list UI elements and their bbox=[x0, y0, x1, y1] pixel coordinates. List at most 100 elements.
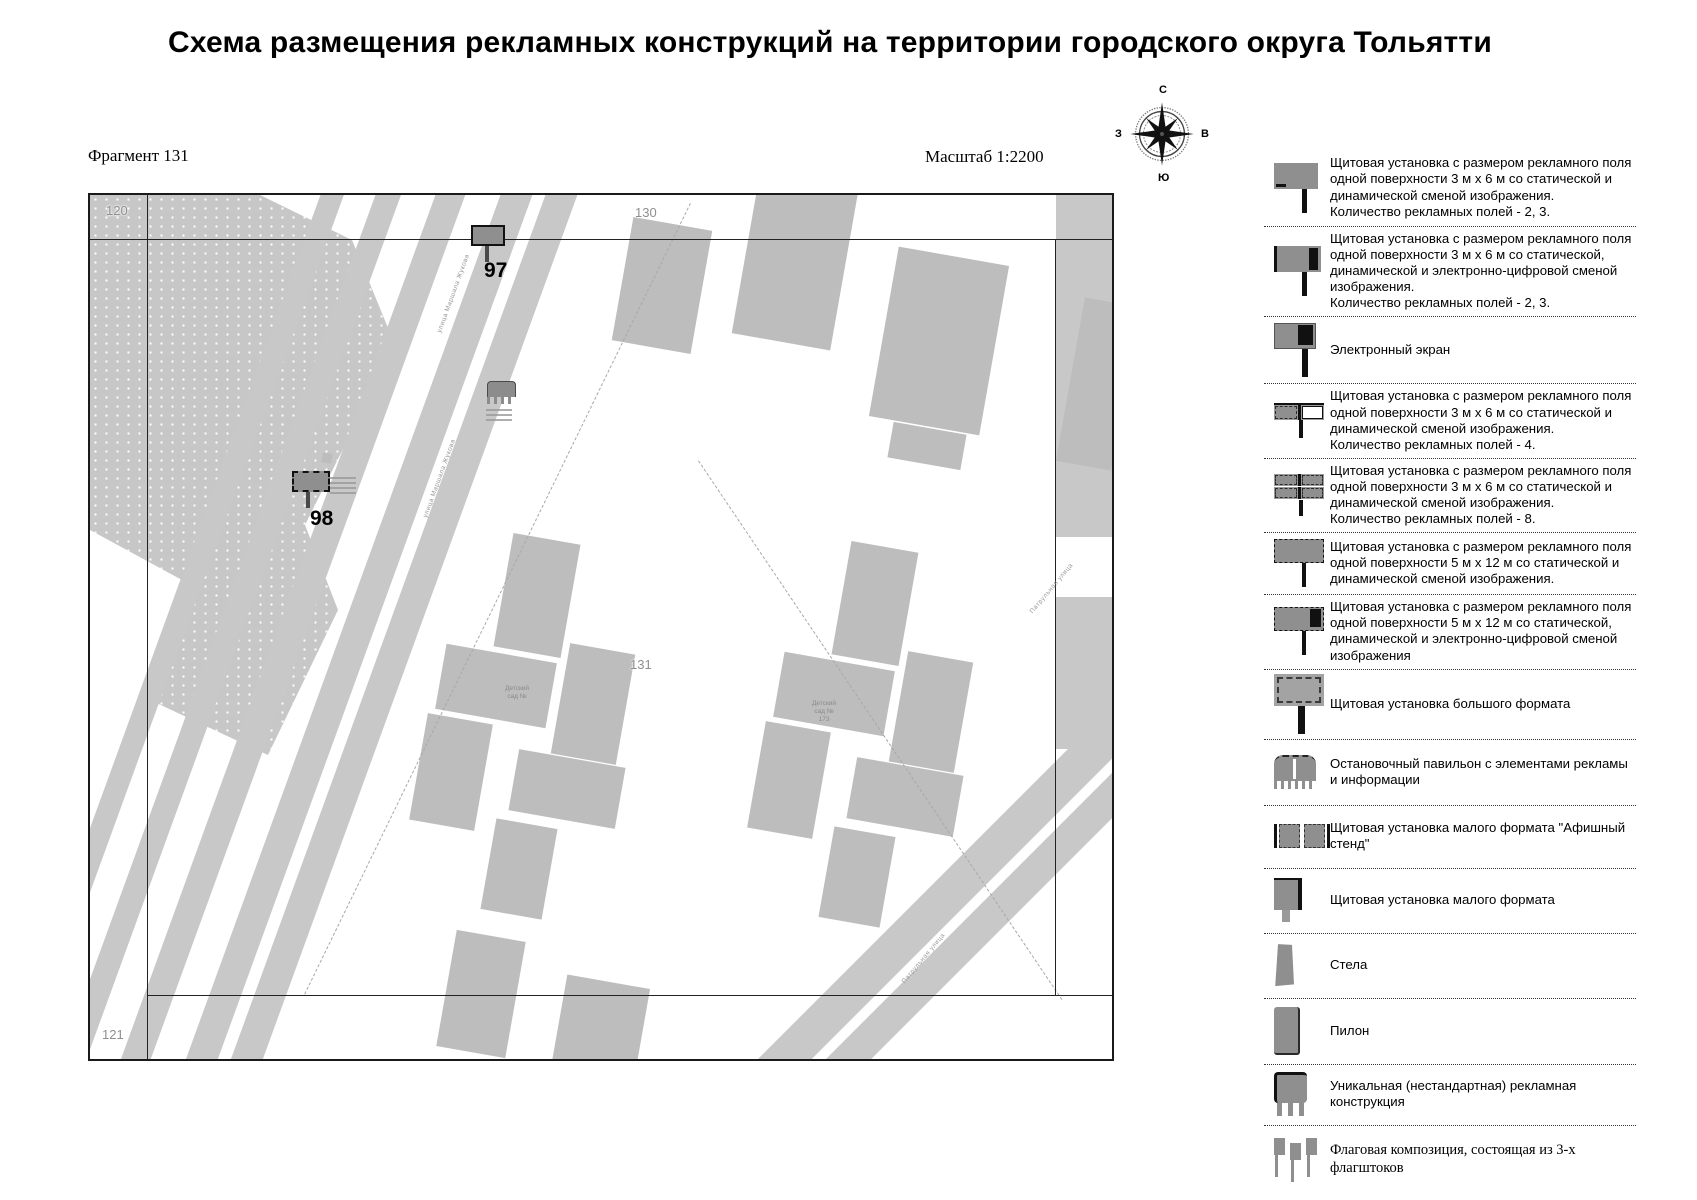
unique-body bbox=[1274, 1072, 1307, 1104]
flags-group bbox=[1274, 1138, 1317, 1183]
billboard-pole bbox=[1302, 188, 1307, 213]
building bbox=[409, 713, 493, 831]
page-title: Схема размещения рекламных конструкций н… bbox=[168, 26, 1492, 59]
panel-cell bbox=[1275, 488, 1297, 499]
adjacent-fragment-number: 130 bbox=[635, 205, 657, 220]
flag-composition-icon bbox=[1264, 1138, 1330, 1183]
large-format-billboard-icon bbox=[1264, 673, 1330, 734]
legend-item: Щитовая установка с размером рекламного … bbox=[1264, 227, 1636, 318]
legend-item-text: Щитовая установка с размером рекламного … bbox=[1330, 388, 1632, 452]
flag-cloth bbox=[1306, 1138, 1317, 1156]
building bbox=[321, 452, 333, 464]
billboard-panels bbox=[1274, 403, 1324, 421]
billboard-pole bbox=[1298, 705, 1305, 734]
bus-shelter-marker-icon bbox=[487, 381, 516, 404]
legend-item: Щитовая установка с размером рекламного … bbox=[1264, 595, 1636, 670]
legend-item: Щитовая установка с размером рекламного … bbox=[1264, 459, 1636, 534]
legend-item: Флаговая композиция, состоящая из 3-х фл… bbox=[1264, 1126, 1636, 1196]
marker-number: 98 bbox=[310, 507, 334, 530]
unique-leg bbox=[1299, 1103, 1304, 1117]
panel-cell bbox=[1275, 475, 1297, 486]
billboard-pole-icon bbox=[485, 246, 489, 262]
legend-item-text: Щитовая установка с размером рекламного … bbox=[1330, 462, 1632, 527]
unique-leg bbox=[1288, 1103, 1293, 1117]
panel-divider bbox=[1297, 487, 1301, 500]
poster-stand-icon bbox=[1264, 824, 1330, 849]
billboard-5x12-digital-icon bbox=[1264, 607, 1330, 656]
billboard-pole bbox=[1302, 631, 1306, 656]
legend-item: Уникальная (нестандартная) рекламная кон… bbox=[1264, 1065, 1636, 1126]
building bbox=[480, 818, 558, 920]
flag bbox=[1274, 1138, 1285, 1182]
legend-item-text: Щитовая установка малого формата bbox=[1330, 892, 1555, 908]
poster-panels bbox=[1274, 824, 1330, 849]
panel-cell bbox=[1301, 406, 1323, 420]
legend-item: Щитовая установка с размером рекламного … bbox=[1264, 384, 1636, 459]
flag-cloth bbox=[1290, 1143, 1301, 1161]
compass-west-label: З bbox=[1115, 128, 1122, 140]
legend-item: Остановочный павильон с элементами рекла… bbox=[1264, 740, 1636, 806]
billboard-pole bbox=[1302, 272, 1307, 297]
frame-line bbox=[147, 995, 1112, 996]
poster-panel bbox=[1304, 824, 1325, 849]
building bbox=[549, 974, 651, 1059]
billboard-panel-icon bbox=[471, 225, 505, 246]
legend-item-text: Электронный экран bbox=[1330, 341, 1451, 357]
building bbox=[493, 532, 581, 659]
panel-cell bbox=[1275, 406, 1297, 420]
flag bbox=[1306, 1138, 1317, 1182]
billboard-5x12-icon bbox=[1264, 539, 1330, 588]
legend-item-text: Щитовая установка с размером рекламного … bbox=[1330, 155, 1632, 219]
legend-item-text: Пилон bbox=[1330, 1022, 1370, 1038]
billboard-pole bbox=[1299, 420, 1303, 439]
flag-pole bbox=[1275, 1155, 1278, 1178]
legend-item-text: Стела bbox=[1330, 957, 1368, 973]
frame-line bbox=[90, 239, 1112, 240]
small-format-billboard-icon bbox=[1264, 878, 1330, 923]
billboard-3x6-digital-icon bbox=[1264, 246, 1330, 297]
fragment-label: Фрагмент 131 bbox=[88, 146, 189, 165]
shelter-legs bbox=[1274, 780, 1316, 789]
unique-legs bbox=[1277, 1103, 1304, 1117]
building bbox=[436, 929, 526, 1059]
billboard-3x6-8fields-icon bbox=[1264, 474, 1330, 517]
building bbox=[550, 643, 636, 765]
legend-item-text: Остановочный павильон с элементами рекла… bbox=[1330, 755, 1628, 787]
micro-caption bbox=[486, 409, 512, 424]
unique-construction-icon bbox=[1264, 1072, 1330, 1117]
adjacent-fragment-number: 121 bbox=[102, 1027, 124, 1042]
legend-item: Стела bbox=[1264, 934, 1636, 999]
electronic-screen-icon bbox=[1264, 322, 1330, 377]
building-label: Детский сад № bbox=[505, 685, 530, 701]
billboard-pole-icon bbox=[306, 492, 310, 508]
stela-icon bbox=[1264, 944, 1330, 987]
legend-item-text: Флаговая композиция, состоящая из 3-х фл… bbox=[1330, 1142, 1576, 1177]
compass-rose-icon bbox=[1130, 102, 1194, 166]
panel-cell bbox=[1301, 475, 1323, 486]
flag bbox=[1290, 1143, 1301, 1183]
panel-cell bbox=[1301, 488, 1323, 499]
billboard-panel bbox=[1274, 246, 1321, 273]
building bbox=[731, 195, 859, 351]
billboard-pole bbox=[1302, 563, 1306, 588]
legend-item: Щитовая установка малого формата "Афишны… bbox=[1264, 806, 1636, 869]
building-label: Детский сад № 173 bbox=[812, 700, 837, 724]
building bbox=[888, 651, 974, 773]
small-pole bbox=[1282, 910, 1290, 923]
bus-shelter-legs bbox=[487, 397, 514, 404]
small-panel bbox=[1274, 878, 1302, 911]
pylon-shape bbox=[1274, 1006, 1300, 1055]
unique-leg bbox=[1277, 1103, 1282, 1117]
legend-item-text: Щитовая установка с размером рекламного … bbox=[1330, 231, 1632, 311]
billboard-3x6-icon bbox=[1264, 162, 1330, 213]
legend-item-text: Уникальная (нестандартная) рекламная кон… bbox=[1330, 1078, 1577, 1110]
legend-item: Щитовая установка с размером рекламного … bbox=[1264, 533, 1636, 596]
compass-rose: С Ю З В bbox=[1112, 84, 1212, 184]
legend-item: Щитовая установка с размером рекламного … bbox=[1264, 150, 1636, 227]
legend-item: Пилон bbox=[1264, 999, 1636, 1065]
screen-pole bbox=[1302, 348, 1308, 377]
stela-shape bbox=[1275, 944, 1294, 987]
legend-item-text: Щитовая установка малого формата "Афишны… bbox=[1330, 820, 1626, 852]
frame-line bbox=[1055, 239, 1056, 995]
billboard-panels-row bbox=[1274, 487, 1324, 500]
